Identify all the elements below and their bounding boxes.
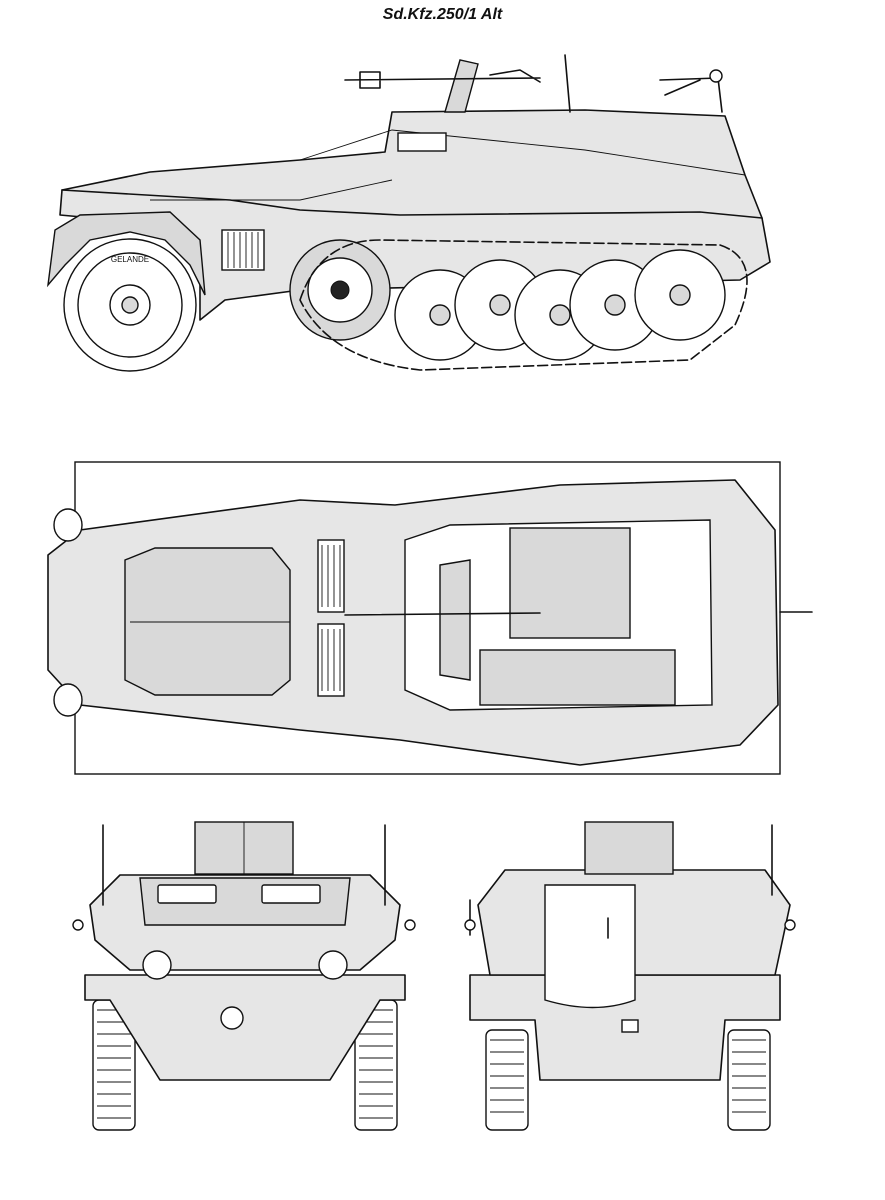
top-view: [47, 461, 813, 775]
rear-track-left: [485, 1029, 529, 1131]
front-lower-hull: [84, 974, 406, 1081]
front-vision-slot-right: [261, 884, 321, 904]
side-track: [299, 239, 748, 371]
side-machine-gun: [344, 69, 541, 89]
rear-tow-hook: [621, 1019, 639, 1033]
front-vision-slot-left: [157, 884, 217, 904]
top-bench: [479, 649, 676, 706]
side-vision-slot: [397, 132, 447, 152]
rear-gun-shield: [584, 821, 674, 875]
side-mudguard: [47, 211, 206, 296]
top-floor-plate: [509, 527, 631, 639]
side-view: GELANDE: [47, 54, 771, 372]
front-view: [72, 821, 416, 1131]
side-drive-sprocket: [289, 239, 391, 341]
rear-track-right: [727, 1029, 771, 1131]
rear-door: [544, 884, 636, 1009]
top-gun-shield: [439, 559, 471, 681]
tire-marking: GELANDE: [111, 255, 149, 264]
side-antenna: [564, 54, 571, 113]
front-headlight-left: [142, 950, 172, 980]
top-headlight-right: [53, 683, 83, 717]
front-center-fitting: [220, 1006, 244, 1030]
top-headlight-left: [53, 508, 83, 542]
top-engine-deck: [124, 547, 291, 696]
side-engine-vents: [221, 229, 265, 271]
side-road-wheels: [394, 249, 726, 361]
top-machine-gun: [344, 612, 541, 616]
front-headlight-right: [318, 950, 348, 980]
drawing-title: Sd.Kfz.250/1 Alt: [382, 6, 503, 23]
side-front-wheel: GELANDE: [63, 238, 197, 372]
rear-view: [464, 821, 796, 1131]
side-gun-shield: [444, 59, 479, 113]
side-rear-frame: [659, 77, 723, 113]
